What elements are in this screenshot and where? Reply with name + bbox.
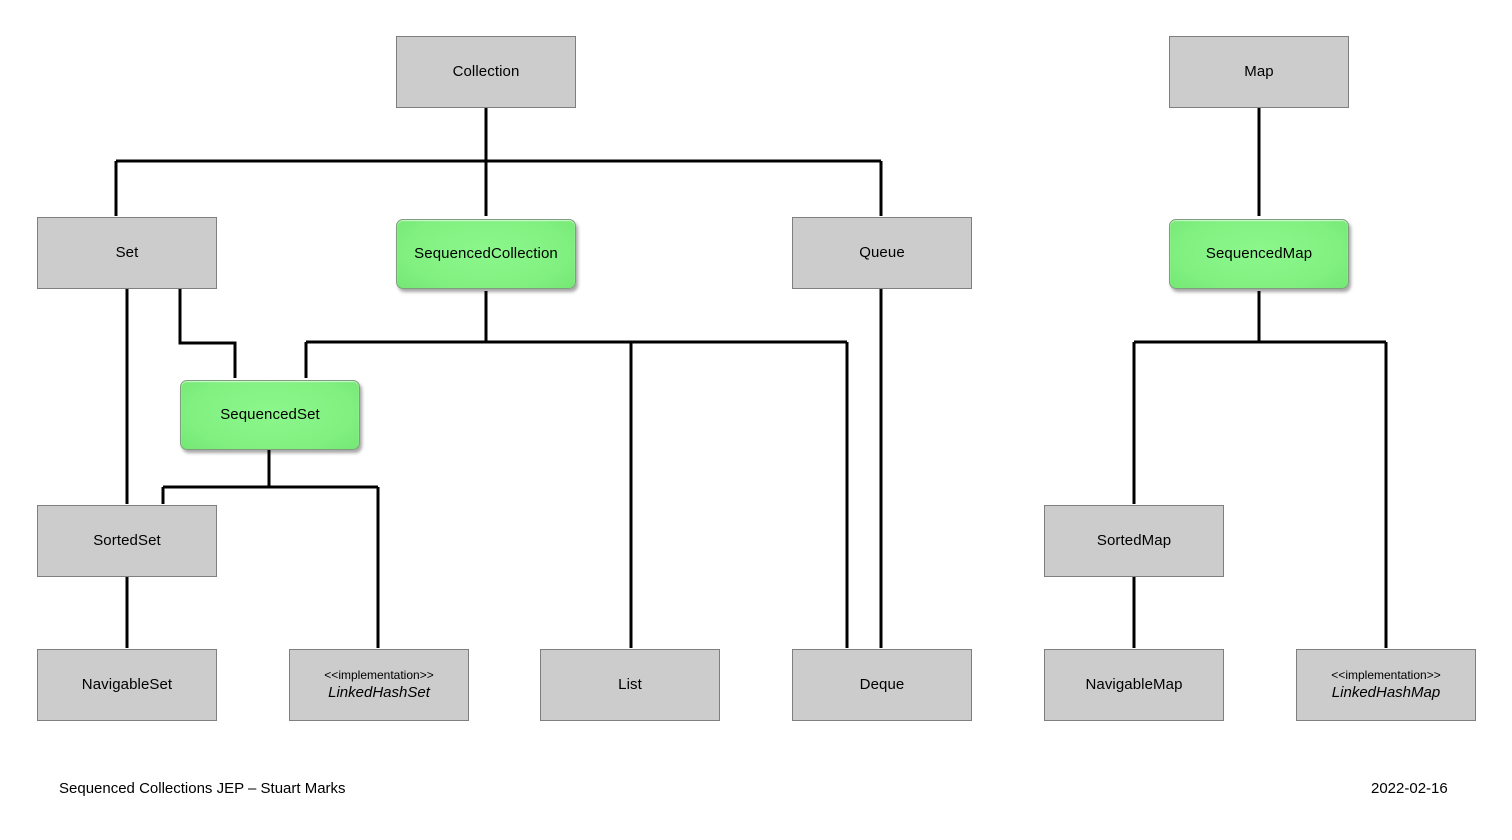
node-set-label: Set <box>115 243 139 261</box>
node-queue-label: Queue <box>859 243 905 261</box>
node-sequenced-collection[interactable]: SequencedCollection <box>396 219 576 289</box>
node-sequenced-set-label: SequencedSet <box>220 405 320 423</box>
node-sequenced-map-label: SequencedMap <box>1205 244 1313 262</box>
node-navigable-set[interactable]: NavigableSet <box>37 649 217 721</box>
node-linked-hash-set-label: LinkedHashSet <box>328 683 430 701</box>
node-sorted-set[interactable]: SortedSet <box>37 505 217 577</box>
footer-attribution: Sequenced Collections JEP – Stuart Marks <box>59 780 346 797</box>
node-sorted-set-label: SortedSet <box>93 531 161 549</box>
footer-date: 2022-02-16 <box>1371 780 1448 797</box>
node-sequenced-collection-label: SequencedCollection <box>414 244 558 262</box>
edge-set-to-sequencedset <box>178 289 237 378</box>
node-sorted-map-label: SortedMap <box>1096 531 1172 549</box>
node-navigable-set-label: NavigableSet <box>81 675 173 693</box>
node-map-label: Map <box>1244 62 1274 80</box>
node-sorted-map[interactable]: SortedMap <box>1044 505 1224 577</box>
node-linked-hash-map-stereotype: <<implementation>> <box>1331 668 1441 683</box>
node-list-label: List <box>618 675 642 693</box>
node-linked-hash-set-stereotype: <<implementation>> <box>324 668 434 683</box>
node-set[interactable]: Set <box>37 217 217 289</box>
node-sequenced-set[interactable]: SequencedSet <box>180 380 360 450</box>
node-navigable-map[interactable]: NavigableMap <box>1044 649 1224 721</box>
node-sequenced-map[interactable]: SequencedMap <box>1169 219 1349 289</box>
node-deque[interactable]: Deque <box>792 649 972 721</box>
node-deque-label: Deque <box>859 675 905 693</box>
node-linked-hash-set[interactable]: <<implementation>> LinkedHashSet <box>289 649 469 721</box>
node-linked-hash-map[interactable]: <<implementation>> LinkedHashMap <box>1296 649 1476 721</box>
node-queue[interactable]: Queue <box>792 217 972 289</box>
node-navigable-map-label: NavigableMap <box>1085 675 1183 693</box>
node-linked-hash-map-label: LinkedHashMap <box>1331 683 1441 701</box>
node-map[interactable]: Map <box>1169 36 1349 108</box>
node-collection-label: Collection <box>452 62 520 80</box>
node-list[interactable]: List <box>540 649 720 721</box>
node-collection[interactable]: Collection <box>396 36 576 108</box>
